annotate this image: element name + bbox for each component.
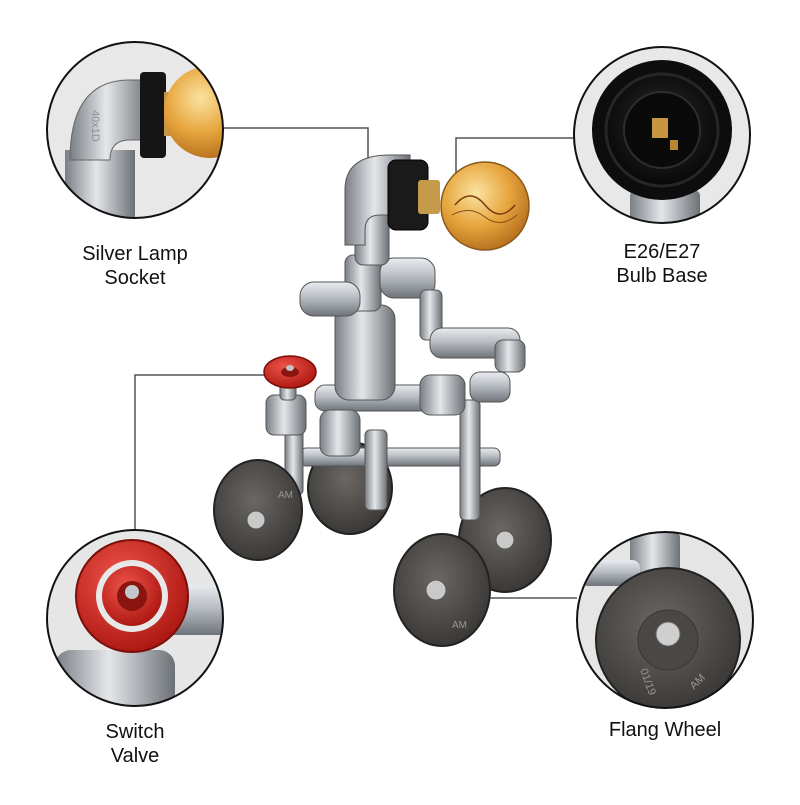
callout-line-socket [222, 127, 369, 160]
elbow-marking: 40x1D [89, 110, 101, 142]
caption-bulb-base: E26/E27 Bulb Base [582, 240, 742, 288]
callout-line-bulb-base [455, 137, 575, 175]
caption-socket-line1: Silver Lamp [82, 243, 188, 265]
edison-bulb [440, 161, 530, 251]
callout-switch-valve [46, 529, 224, 707]
caption-switch-line2: Valve [110, 745, 160, 767]
wheel-marking: AM [452, 620, 467, 631]
caption-switch-valve: Switch Valve [55, 720, 215, 768]
valve-handle [263, 355, 317, 389]
caption-bulb-base-line2: Bulb Base [616, 265, 708, 287]
caption-flange-wheel: Flang Wheel [585, 718, 745, 742]
caption-switch-line1: Switch [105, 721, 165, 743]
caption-wheel-line1: Flang Wheel [608, 719, 722, 741]
callout-flange-wheel: AM 01/19 [576, 531, 754, 709]
callout-line-switch [134, 374, 270, 530]
wheel-marking: AM [278, 490, 293, 501]
wheel-front-left: AM [213, 459, 303, 561]
callout-socket: 40x1D [46, 41, 224, 219]
robot-lamp: AM AM [213, 154, 552, 647]
caption-socket: Silver Lamp Socket [55, 242, 215, 290]
caption-bulb-base-line1: E26/E27 [623, 241, 701, 263]
wheel-front-right: AM [393, 533, 491, 647]
callout-bulb-base [573, 46, 751, 224]
caption-socket-line2: Socket [104, 267, 166, 289]
